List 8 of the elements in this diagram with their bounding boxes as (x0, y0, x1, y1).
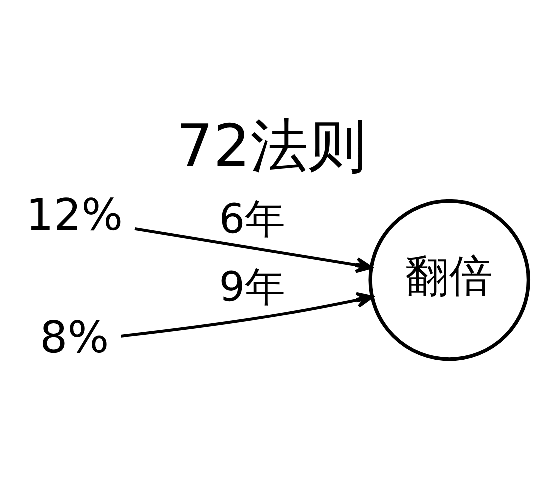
arrow (121, 292, 374, 338)
arrow (134, 227, 373, 274)
edge-label: 9年 (219, 263, 286, 312)
node-circle: 翻倍 (368, 199, 531, 362)
edge-label: 6年 (219, 194, 286, 243)
diagram-title: 72法则 (176, 112, 367, 180)
node-text: 12% (26, 191, 124, 242)
node-text: 8% (40, 313, 110, 364)
